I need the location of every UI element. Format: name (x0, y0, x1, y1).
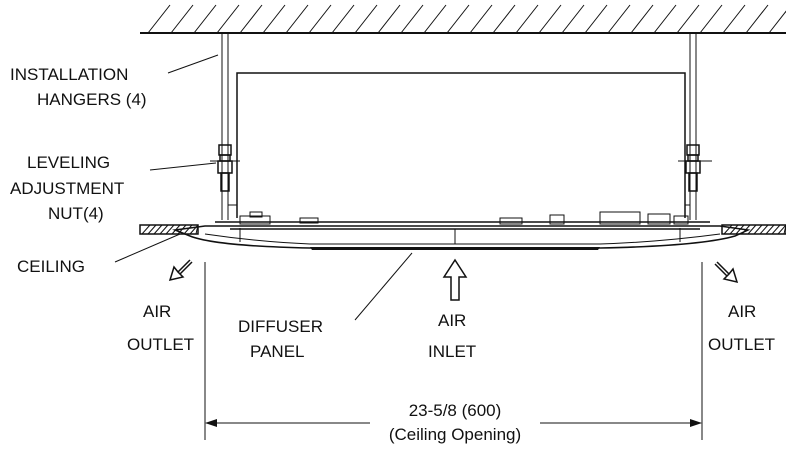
ceiling-hatch-mark (147, 224, 157, 235)
hatch-mark (331, 4, 355, 34)
ceiling-boards (139, 224, 786, 235)
dimension-ceiling-opening (204, 262, 703, 440)
hatch-mark (170, 4, 194, 34)
ceiling-hatch-mark (729, 224, 739, 235)
ceiling-hatch-mark (141, 224, 151, 235)
hatch-mark (423, 4, 447, 34)
air-outlet-right-label-line1: AIR (728, 302, 756, 321)
hatch-mark (653, 4, 677, 34)
air-inlet-arrow (442, 258, 468, 301)
ceiling-hatch-mark (165, 224, 175, 235)
air-inlet-label-line2: INLET (428, 342, 476, 361)
hatch-mark (262, 4, 286, 34)
hatch-mark (630, 4, 654, 34)
ceiling-label: CEILING (17, 257, 85, 276)
installation-hangers (221, 33, 697, 220)
ceiling-hatch-mark (153, 224, 163, 235)
ceiling-hatch-mark (765, 224, 775, 235)
ceiling-hatch-mark (183, 224, 193, 235)
ceiling-hatch-mark (159, 224, 169, 235)
unit-body (215, 72, 710, 227)
air-outlet-left-label-line2: OUTLET (127, 335, 194, 354)
leader-lines (114, 54, 413, 321)
hatch-mark (745, 4, 769, 34)
ceiling-structure (140, 4, 786, 34)
ceiling-hatch-mark (753, 224, 763, 235)
hatch-mark (400, 4, 424, 34)
labels: INSTALLATION HANGERS (4) LEVELING ADJUST… (10, 65, 775, 444)
air-outlet-left-arrow (168, 259, 193, 282)
dimension-label-line2: (Ceiling Opening) (389, 425, 521, 444)
ceiling-hatch-mark (777, 224, 786, 235)
air-outlet-right-label-line2: OUTLET (708, 335, 775, 354)
hatch-mark (699, 4, 723, 34)
air-outlet-right-arrow (714, 261, 739, 284)
hatch-mark (676, 4, 700, 34)
hatch-mark (354, 4, 378, 34)
hatch-mark (239, 4, 263, 34)
hatch-mark (446, 4, 470, 34)
diffuser-label-line1: DIFFUSER (238, 317, 323, 336)
hatch-mark (377, 4, 401, 34)
leveling-label-line1: LEVELING (27, 153, 110, 172)
hatch-mark (469, 4, 493, 34)
ceiling-hatch-mark (723, 224, 733, 235)
leveling-adjustment-nuts (210, 144, 712, 192)
leveling-label-line2: ADJUSTMENT (10, 179, 124, 198)
ceiling-hatch-mark (771, 224, 781, 235)
hatch-mark (515, 4, 539, 34)
hatch-mark (607, 4, 631, 34)
ceiling-hatch-mark (759, 224, 769, 235)
hatch-mark (584, 4, 608, 34)
hatch-mark (561, 4, 585, 34)
hatch-mark (538, 4, 562, 34)
diffuser-label-line2: PANEL (250, 342, 305, 361)
hatch-mark (492, 4, 516, 34)
hatch-mark (308, 4, 332, 34)
hatch-mark (216, 4, 240, 34)
hatch-mark (193, 4, 217, 34)
hangers-label-line1: INSTALLATION (10, 65, 128, 84)
hangers-label-line2: HANGERS (4) (37, 90, 147, 109)
hatch-mark (722, 4, 746, 34)
hatch-mark (285, 4, 309, 34)
air-outlet-left-label-line1: AIR (143, 302, 171, 321)
hatch-mark (147, 4, 171, 34)
diffuser-panel (172, 225, 751, 250)
dimension-label-line1: 23-5/8 (600) (409, 401, 502, 420)
ceiling-hatch-mark (747, 224, 757, 235)
leveling-label-line3: NUT(4) (48, 204, 104, 223)
hatch-mark (768, 10, 786, 34)
air-inlet-label-line1: AIR (438, 311, 466, 330)
